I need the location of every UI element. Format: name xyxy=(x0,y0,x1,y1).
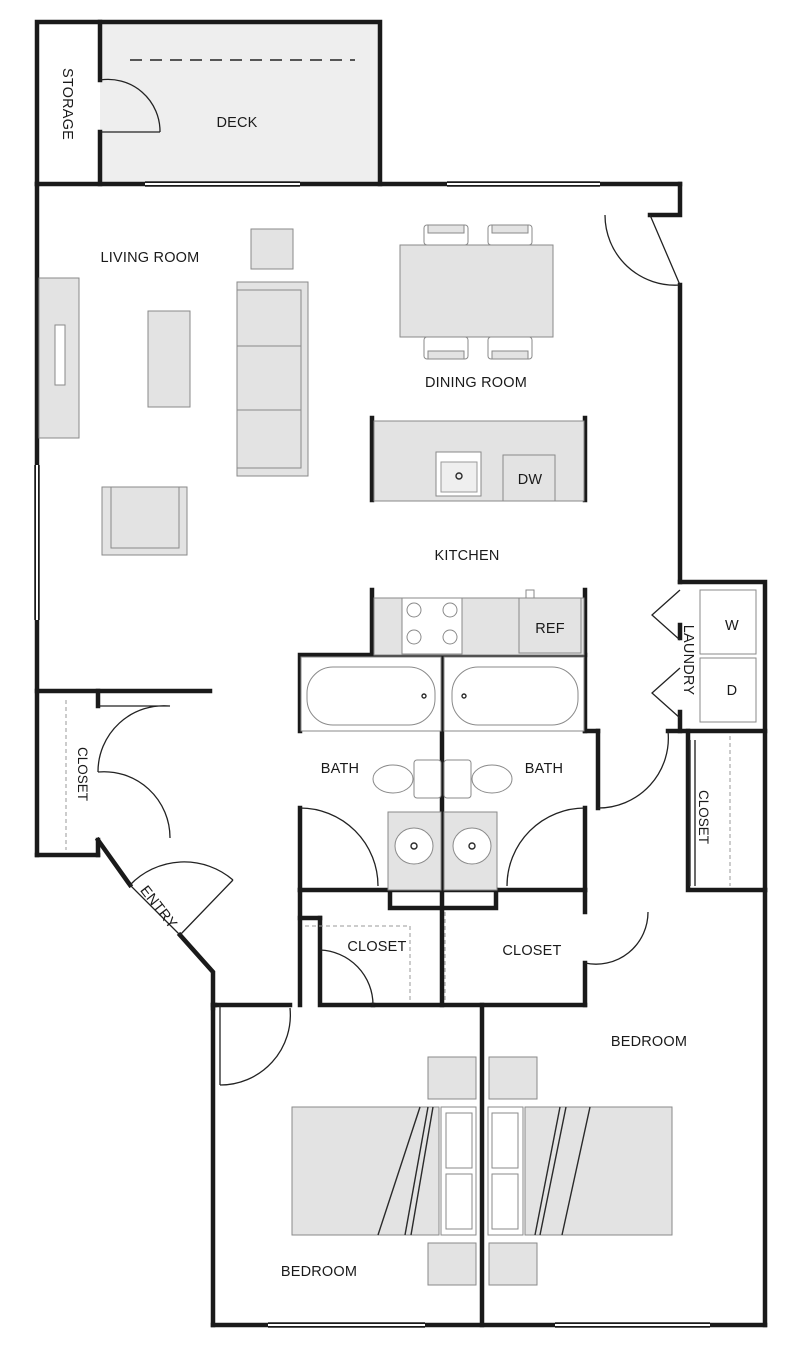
closet-rods xyxy=(65,700,731,1000)
storage-label: STORAGE xyxy=(59,68,75,140)
side-table xyxy=(250,228,294,270)
bath-left-label: BATH xyxy=(321,761,359,777)
dishwasher xyxy=(502,454,556,502)
deck-area xyxy=(100,22,380,184)
closet-entry-label: CLOSET xyxy=(75,747,90,801)
dryer-label: D xyxy=(727,683,738,699)
laundry-label: LAUNDRY xyxy=(680,625,696,696)
dining-table xyxy=(399,244,554,338)
dryer xyxy=(699,657,757,723)
bed-right xyxy=(524,1106,673,1236)
dishwasher-label: DW xyxy=(518,472,543,488)
front-right-door xyxy=(604,214,681,286)
kitchen-label: KITCHEN xyxy=(434,548,499,564)
living-room-label: LIVING ROOM xyxy=(101,250,200,266)
washer xyxy=(699,589,757,655)
bath-fixtures xyxy=(300,656,585,891)
walls xyxy=(34,19,768,1328)
storage-door xyxy=(99,78,161,133)
bedroom-left-label: BEDROOM xyxy=(281,1264,357,1280)
kitchen-fixtures xyxy=(373,420,585,656)
dining-room-label: DINING ROOM xyxy=(425,375,527,391)
toilet-bowl-left xyxy=(372,764,414,794)
tub-right xyxy=(451,666,579,726)
laundry-door-top xyxy=(651,589,681,641)
entry-label: ENTRY xyxy=(136,883,179,932)
closet-mid-right-label: CLOSET xyxy=(502,943,561,959)
windows xyxy=(34,181,710,1328)
refrigerator-label: REF xyxy=(535,621,565,637)
closet-mid-left-label: CLOSET xyxy=(347,939,406,955)
toilet-bowl-right xyxy=(471,764,513,794)
toilet-tank-right xyxy=(443,759,472,799)
entry-door xyxy=(129,861,234,936)
bath-right-label: BATH xyxy=(525,761,563,777)
doors xyxy=(97,78,681,1086)
closet-mid-left-door xyxy=(319,949,374,1006)
nightstand-3 xyxy=(427,1242,477,1286)
coffee-table xyxy=(147,310,191,408)
nightstand-2 xyxy=(488,1056,538,1100)
closet-door-upper xyxy=(97,705,171,773)
nightstand-4 xyxy=(488,1242,538,1286)
tub-left xyxy=(306,666,436,726)
bath-left-door xyxy=(299,807,379,887)
living-room-furniture xyxy=(38,228,309,556)
closet-door-lower xyxy=(97,771,171,839)
refrigerator xyxy=(518,597,582,654)
toilet-tank-left xyxy=(413,759,442,799)
hall-closet-door xyxy=(597,730,670,809)
bedroom-right-label: BEDROOM xyxy=(611,1034,687,1050)
closet-right-label: CLOSET xyxy=(696,790,711,844)
closet-mid-right-door xyxy=(584,911,649,965)
nightstand-1 xyxy=(427,1056,477,1100)
bedroom-furniture xyxy=(291,1056,673,1286)
deck-label: DECK xyxy=(216,115,257,131)
dining-furniture xyxy=(399,224,554,360)
laundry-door-bottom xyxy=(651,667,681,719)
bath-right-door xyxy=(506,807,586,887)
appliance-labels: DW REF W D xyxy=(518,472,739,699)
laundry-fixtures xyxy=(699,589,757,723)
bedroom-left-door xyxy=(219,1005,292,1086)
washer-label: W xyxy=(725,618,739,634)
